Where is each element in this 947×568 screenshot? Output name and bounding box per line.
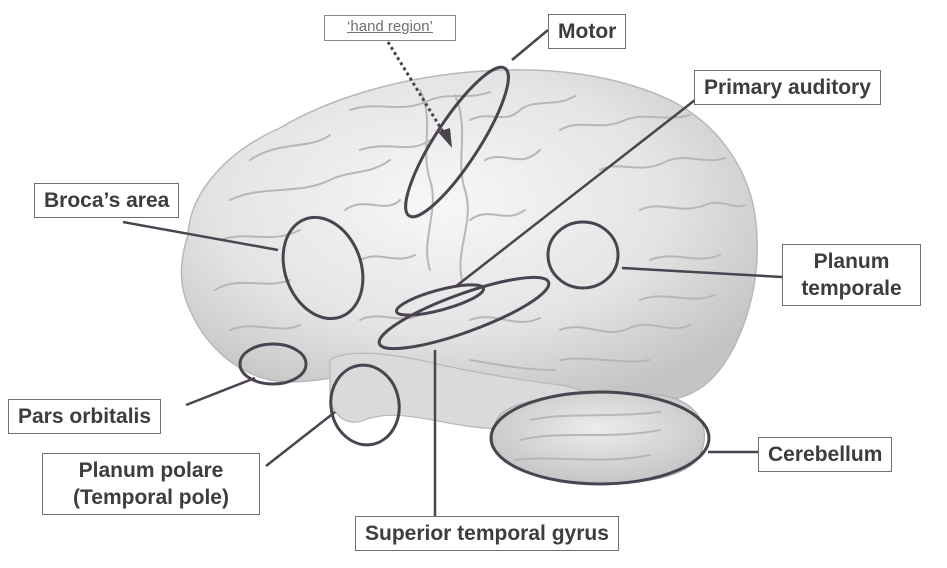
planum-temporale-line-2: temporale — [801, 277, 902, 300]
primary-auditory-outline — [394, 283, 486, 317]
planum-temporale-label: Planum temporale — [782, 244, 921, 306]
leader-motor — [511, 29, 549, 61]
planum-polare-line-1: Planum polare — [78, 459, 224, 482]
superior-temporal-gyrus-label: Superior temporal gyrus — [355, 516, 619, 551]
leader-planum-temporale — [621, 266, 783, 279]
pars-orbitalis-outline — [238, 342, 308, 386]
hand-region-label: ‘hand region’ — [324, 15, 456, 41]
brocas-area-outline — [281, 215, 365, 321]
leader-planum-polare — [265, 411, 336, 467]
motor-region-outline — [404, 65, 510, 219]
motor-label: Motor — [548, 14, 627, 49]
planum-polare-label: Planum polare (Temporal pole) — [42, 453, 260, 515]
cerebellum-outline — [489, 390, 711, 486]
brocas-area-label: Broca’s area — [34, 183, 180, 218]
leader-primary-auditory — [454, 99, 696, 288]
hand-region-arrow — [386, 41, 452, 148]
planum-temporale-line-1: Planum — [813, 250, 890, 273]
planum-polare-outline — [329, 363, 401, 447]
primary-auditory-label: Primary auditory — [694, 70, 881, 105]
leader-pars-orbitalis — [185, 376, 256, 407]
planum-polare-line-2: (Temporal pole) — [73, 486, 229, 509]
cerebellum-label: Cerebellum — [758, 437, 893, 472]
leader-brocas-area — [122, 220, 279, 252]
leader-lines — [122, 29, 783, 516]
superior-temporal-gyrus-outline — [377, 275, 551, 351]
gyri-texture — [214, 89, 746, 461]
planum-temporale-outline — [546, 220, 620, 290]
pars-orbitalis-label: Pars orbitalis — [8, 399, 162, 434]
region-outlines — [238, 65, 711, 486]
